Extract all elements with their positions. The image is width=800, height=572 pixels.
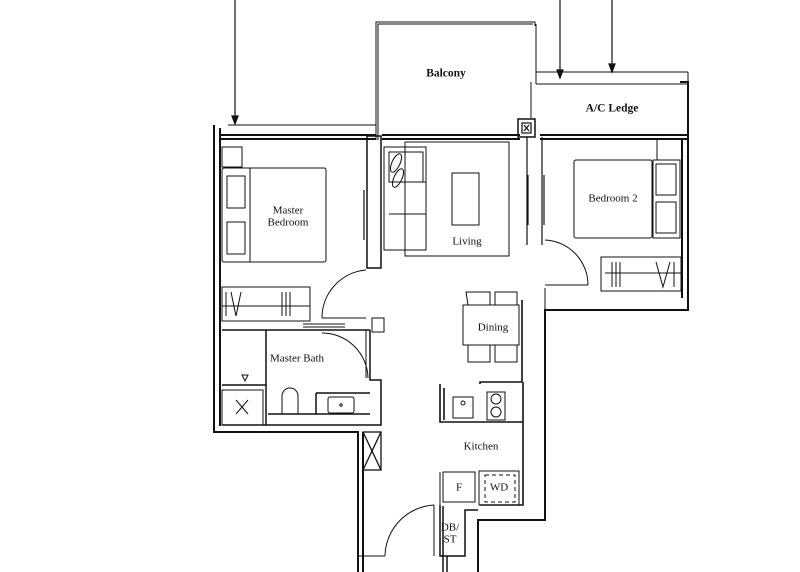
room-label-db-st-line1: DB/ xyxy=(440,521,460,534)
room-label-ac-ledge: A/C Ledge xyxy=(585,102,639,115)
room-label-balcony: Balcony xyxy=(426,67,466,80)
master-bath-walls xyxy=(222,329,382,426)
room-label-master-bath: Master Bath xyxy=(269,352,325,365)
room-label-dining: Dining xyxy=(477,321,509,334)
bedroom2-door xyxy=(544,239,589,310)
indicator-arrows xyxy=(231,0,616,126)
master-bath-fixtures xyxy=(221,330,369,426)
column xyxy=(366,135,382,269)
room-label-master-bedroom-line2: Bedroom xyxy=(267,216,309,229)
master-bedroom-door xyxy=(303,269,385,333)
room-label-bedroom2: Bedroom 2 xyxy=(588,192,638,205)
balcony-outline xyxy=(228,21,537,140)
room-label-db-st-line2: ST xyxy=(443,533,457,546)
room-label-living: Living xyxy=(452,235,482,248)
shaft xyxy=(362,431,382,471)
master-bedroom-furniture xyxy=(221,146,327,322)
riser xyxy=(517,118,545,245)
db-st-cabinet xyxy=(439,505,478,572)
bedroom2-furniture xyxy=(573,140,682,292)
fixture-label-washer-dryer: WD xyxy=(489,481,509,494)
entrance-door xyxy=(358,504,435,557)
living-furniture xyxy=(383,141,510,257)
dining-furniture xyxy=(462,291,520,363)
fixture-label-fridge: F xyxy=(455,481,463,494)
room-label-master-bedroom-line1: Master xyxy=(272,204,304,217)
room-label-kitchen: Kitchen xyxy=(463,440,499,453)
exterior-walls xyxy=(213,81,689,572)
kitchen-fixtures xyxy=(439,391,520,506)
